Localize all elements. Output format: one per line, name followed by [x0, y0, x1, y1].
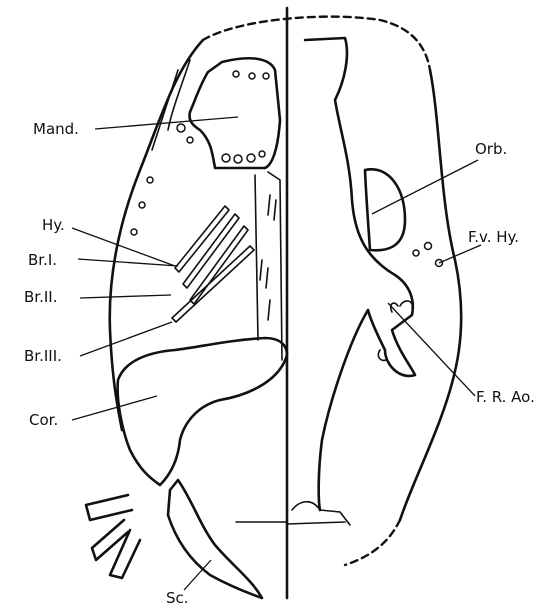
- foramen: [249, 73, 255, 79]
- foramen: [233, 71, 239, 77]
- leader-cor: [72, 396, 157, 420]
- orbit: [365, 169, 405, 250]
- leader-fvhy: [439, 245, 481, 263]
- outline-top-dashed: [203, 17, 430, 70]
- label-br2: Br.II.: [24, 288, 57, 306]
- outline-right-dashed: [345, 520, 400, 565]
- foramen: [147, 177, 153, 183]
- lower-baseline: [236, 522, 345, 524]
- scapula: [168, 480, 262, 598]
- foramen: [263, 73, 269, 79]
- outline-right: [400, 70, 461, 520]
- foramen: [139, 202, 145, 208]
- leader-br1: [78, 259, 178, 266]
- label-br1: Br.I.: [28, 251, 57, 269]
- foramen: [259, 151, 265, 157]
- left-cavity: [255, 172, 282, 360]
- label-orb: Orb.: [475, 140, 507, 158]
- label-cor: Cor.: [29, 411, 58, 429]
- foramen: [222, 154, 230, 162]
- shoulder-fragments: [86, 495, 140, 578]
- leader-br2: [80, 295, 171, 298]
- leader-orb: [372, 160, 478, 214]
- foramen: [187, 137, 193, 143]
- foramen: [131, 229, 137, 235]
- foramen: [177, 124, 185, 132]
- right-inner-wall: [305, 38, 415, 510]
- hyoid-bar: [175, 206, 229, 272]
- label-fvhy: F.v. Hy.: [468, 228, 519, 246]
- label-sc: Sc.: [166, 589, 189, 607]
- branchial-bar-1: [183, 214, 239, 288]
- leader-mand: [95, 117, 238, 129]
- foramen: [234, 155, 242, 163]
- label-frao: F. R. Ao.: [476, 388, 535, 406]
- left-marks: [260, 195, 276, 320]
- label-hy: Hy.: [42, 216, 65, 234]
- foramen: [413, 250, 419, 256]
- mandible-stripe: [152, 60, 190, 150]
- foramen: [425, 243, 432, 250]
- label-br3: Br.III.: [24, 347, 62, 365]
- aortic-foramen: [391, 301, 413, 312]
- leader-br3: [80, 322, 172, 356]
- foramen: [247, 154, 255, 162]
- label-mand: Mand.: [33, 120, 79, 138]
- coracoid: [118, 338, 287, 485]
